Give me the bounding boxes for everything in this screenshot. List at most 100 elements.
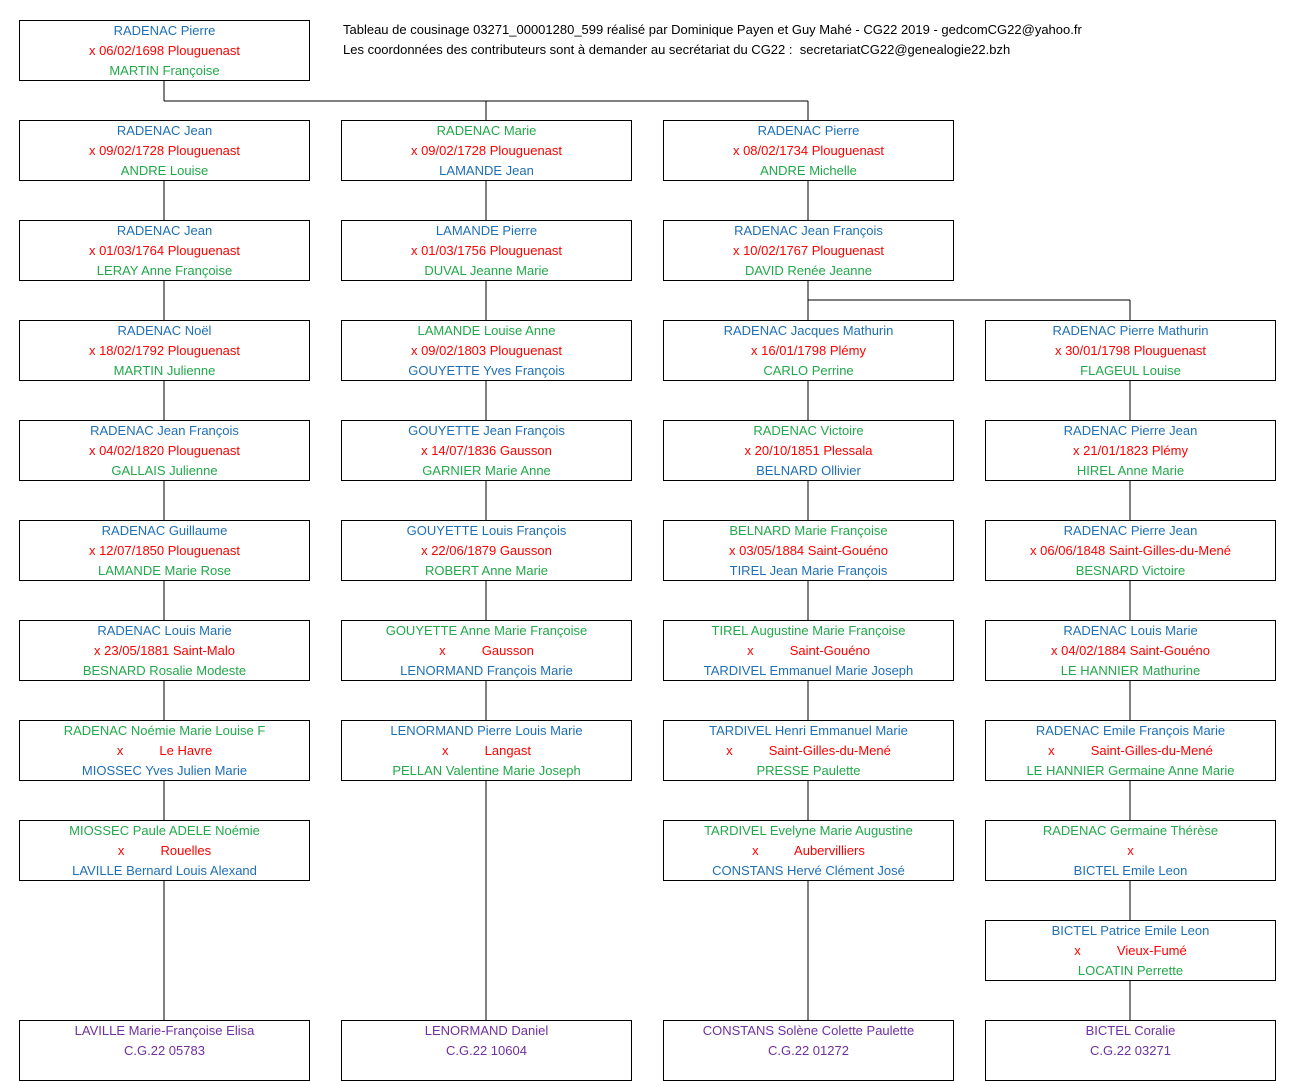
spouse-name: RADENAC Louis Marie [97,623,232,638]
marriage-info: x 14/07/1836 Gausson [421,443,552,458]
spouse-name: TARDIVEL Evelyne Marie Augustine [704,823,913,838]
descendant-name: LAVILLE Marie-Françoise Elisa [74,1023,255,1038]
spouse-name: LAMANDE Jean [439,163,534,178]
cg22-number: C.G.22 03271 [1090,1043,1171,1058]
spouse-name: RADENAC Pierre Mathurin [1052,323,1209,338]
couple-box: RADENAC Pierre Mathurin x 30/01/1798 Plou… [985,320,1276,381]
couple-box: RADENAC Guillaume x 12/07/1850 Plouguenas… [19,520,310,581]
marriage-info: x Gausson [439,643,534,658]
marriage-info: x Le Havre [116,743,213,758]
spouse-name: BICTEL Emile Leon [1073,863,1188,878]
spouse-name: ROBERT Anne Marie [424,563,549,578]
marriage-info: x 01/03/1764 Plouguenast [88,243,241,258]
spouse-name: TARDIVEL Emmanuel Marie Joseph [703,663,914,678]
marriage-info: x Aubervilliers [752,843,865,858]
spouse-name: RADENAC Guillaume [101,523,228,538]
spouse-name: LE HANNIER Germaine Anne Marie [1026,763,1235,778]
spouse-name: LE HANNIER Mathurine [1060,663,1201,678]
cg22-number: C.G.22 05783 [124,1043,205,1058]
marriage-info: x Vieux-Fumé [1074,943,1187,958]
spouse-name: BESNARD Victoire [1075,563,1186,578]
spouse-name: BELNARD Marie Françoise [729,523,888,538]
couple-box: RADENAC Jean François x 04/02/1820 Plougu… [19,420,310,481]
marriage-info: x 22/06/1879 Gausson [421,543,552,558]
marriage-info: x Saint-Gouéno [747,643,870,658]
spouse-name: RADENAC Victoire [753,423,864,438]
spouse-name: RADENAC Pierre Jean [1063,423,1198,438]
spouse-name: RADENAC Germaine Thérèse [1042,823,1219,838]
marriage-info: x 18/02/1792 Plouguenast [88,343,241,358]
descendant-name: CONSTANS Solène Colette Paulette [702,1023,915,1038]
spouse-name: RADENAC Jean François [90,423,239,438]
marriage-info: x 03/05/1884 Saint-Gouéno [728,543,888,558]
spouse-name: TIREL Jean Marie François [729,563,888,578]
spouse-name: LAMANDE Louise Anne [417,323,556,338]
chart-header: Tableau de cousinage 03271_00001280_599 … [343,20,1082,60]
spouse-name: RADENAC Emile François Marie [1035,723,1226,738]
spouse-name: RADENAC Jacques Mathurin [723,323,894,338]
cg22-number: C.G.22 10604 [446,1043,527,1058]
spouse-name: BICTEL Patrice Emile Leon [1051,923,1210,938]
marriage-info: x 16/01/1798 Plémy [751,343,866,358]
couple-box: RADENAC Emile François Marie x Saint-Gill… [985,720,1276,781]
spouse-name: RADENAC Jean [116,223,213,238]
spouse-name: LENORMAND Pierre Louis Marie [390,723,583,738]
spouse-name: TIREL Augustine Marie Françoise [711,623,906,638]
marriage-info: x 04/02/1820 Plouguenast [88,443,241,458]
spouse-name: GOUYETTE Yves François [408,363,565,378]
descendant-name: LENORMAND Daniel [424,1023,549,1038]
spouse-name: MIOSSEC Yves Julien Marie [81,763,248,778]
spouse-name: LERAY Anne Françoise [96,263,233,278]
marriage-info: x 30/01/1798 Plouguenast [1054,343,1207,358]
spouse-name: RADENAC Pierre [113,23,216,38]
header-line-1: Tableau de cousinage 03271_00001280_599 … [343,22,1082,37]
spouse-name: LAMANDE Pierre [435,223,538,238]
header-line-2: Les coordonnées des contributeurs sont à… [343,42,1011,57]
marriage-info: x Saint-Gilles-du-Mené [726,743,891,758]
marriage-info: x 12/07/1850 Plouguenast [88,543,241,558]
spouse-name: LOCATIN Perrette [1077,963,1184,978]
spouse-name: RADENAC Pierre Jean [1063,523,1198,538]
spouse-name: MIOSSEC Paule ADELE Noémie [69,823,260,838]
marriage-info: x Rouelles [117,843,212,858]
spouse-name: RADENAC Marie [436,123,537,138]
spouse-name: RADENAC Louis Marie [1063,623,1198,638]
marriage-info: x 10/02/1767 Plouguenast [732,243,885,258]
spouse-name: LAMANDE Marie Rose [98,563,231,578]
marriage-info: x Langast [442,743,531,758]
spouse-name: CARLO Perrine [763,363,854,378]
couple-box: RADENAC Jacques Mathurin x 16/01/1798 Plé… [663,320,954,381]
spouse-name: LAVILLE Bernard Louis Alexand [72,863,257,878]
spouse-name: DUVAL Jeanne Marie [424,263,549,278]
couple-box: TARDIVEL Evelyne Marie Augustine x Auberv… [663,820,954,881]
couple-box: RADENAC Louis Marie x 04/02/1884 Saint-Go… [985,620,1276,681]
marriage-info: x 09/02/1728 Plouguenast [88,143,241,158]
spouse-name: BELNARD Ollivier [756,463,861,478]
spouse-name: BESNARD Rosalie Modeste [82,663,247,678]
spouse-name: RADENAC Pierre [757,123,860,138]
spouse-name: RADENAC Noémie Marie Louise F [63,723,266,738]
spouse-name: RADENAC Jean [116,123,213,138]
spouse-name: CONSTANS Hervé Clément José [712,863,905,878]
spouse-name: PELLAN Valentine Marie Joseph [392,763,581,778]
marriage-info: x 04/02/1884 Saint-Gouéno [1050,643,1210,658]
marriage-info: x 08/02/1734 Plouguenast [732,143,885,158]
marriage-info: x [1127,843,1134,858]
marriage-info: x Saint-Gilles-du-Mené [1048,743,1213,758]
